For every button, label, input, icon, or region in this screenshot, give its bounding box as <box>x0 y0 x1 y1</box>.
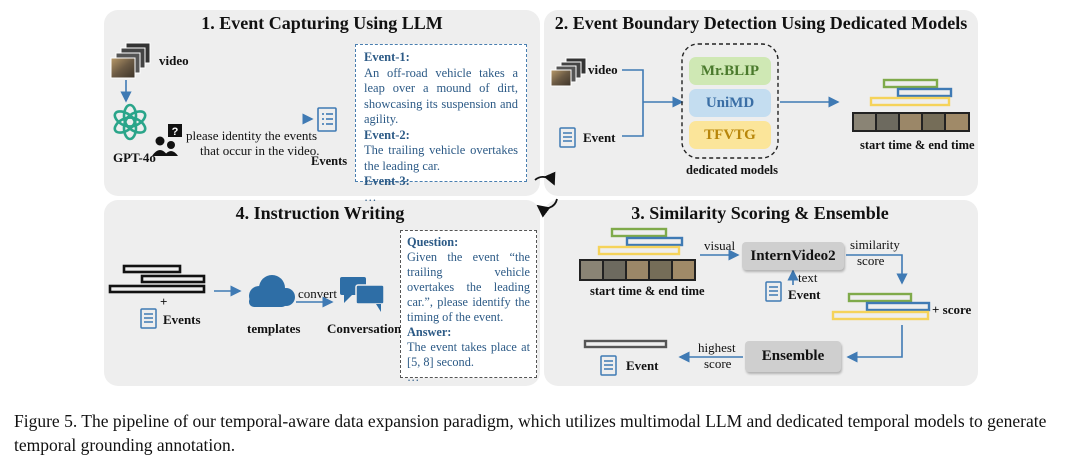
model-tfvtg: TFVTG <box>689 121 771 149</box>
answer-text: The event takes place at [5, 8] second. <box>407 340 530 369</box>
event-1-head: Event-1: <box>364 50 410 64</box>
panel1-title: 1. Event Capturing Using LLM <box>201 13 443 33</box>
p1-events-label: Events <box>311 154 348 168</box>
ensemble-box: Ensemble <box>745 341 841 372</box>
p3-frames-label: start time & end time <box>590 284 705 298</box>
model-mrblip: Mr.BLIP <box>689 57 771 85</box>
gpt-label: GPT-4o <box>113 150 156 165</box>
dedicated-models-label: dedicated models <box>686 163 779 177</box>
final-event-label: Event <box>626 358 659 373</box>
visual-label: visual <box>704 238 736 253</box>
event-3-text: … <box>364 189 377 204</box>
panel3-title: 3. Similarity Scoring & Ensemble <box>631 203 889 223</box>
event-list-box: Event-1: An off-road vehicle takes a lea… <box>355 44 527 204</box>
p3-event-label: Event <box>788 287 821 302</box>
event-1-text: An off-road vehicle takes a leap over a … <box>364 65 518 127</box>
p4-plus: + <box>160 294 168 309</box>
qa-ellipsis: … <box>407 370 420 384</box>
question-head: Question: <box>407 235 459 249</box>
templates-label: templates <box>247 321 301 336</box>
internvideo2-box: InternVideo2 <box>742 242 844 270</box>
prompt-line-2: that occur in the video. <box>200 143 320 158</box>
similarity-label: similarity <box>850 237 900 252</box>
event-3-head: Event-3: <box>364 174 410 188</box>
question-text: Given the event “the trailing vehicle ov… <box>407 250 530 324</box>
p4-events-label: Events <box>163 312 201 327</box>
highest-label: highest <box>698 340 736 355</box>
conversation-label: Conversation <box>327 321 402 336</box>
plus-score-label: + score <box>932 302 972 317</box>
p2-video-label: video <box>588 62 618 77</box>
event-2-text: The trailing vehicle overtakes the leadi… <box>364 143 518 173</box>
score-label: score <box>857 253 885 268</box>
highest-score-label: score <box>704 356 732 371</box>
prompt-line-1: please identity the events <box>186 128 318 143</box>
p2-output-label: start time & end time <box>860 138 975 152</box>
qa-box: Question: Given the event “the trailing … <box>400 230 537 384</box>
answer-head: Answer: <box>407 325 452 339</box>
text-label: text <box>798 270 818 285</box>
figure-caption: Figure 5. The pipeline of our temporal-a… <box>14 411 1047 455</box>
model-unimd: UniMD <box>689 89 771 117</box>
p1-video-label: video <box>159 53 189 68</box>
panel4-title: 4. Instruction Writing <box>235 203 405 223</box>
convert-label: convert <box>298 286 337 301</box>
event-2-head: Event-2: <box>364 127 410 142</box>
p2-event-label: Event <box>583 130 616 145</box>
panel2-title: 2. Event Boundary Detection Using Dedica… <box>554 13 968 33</box>
